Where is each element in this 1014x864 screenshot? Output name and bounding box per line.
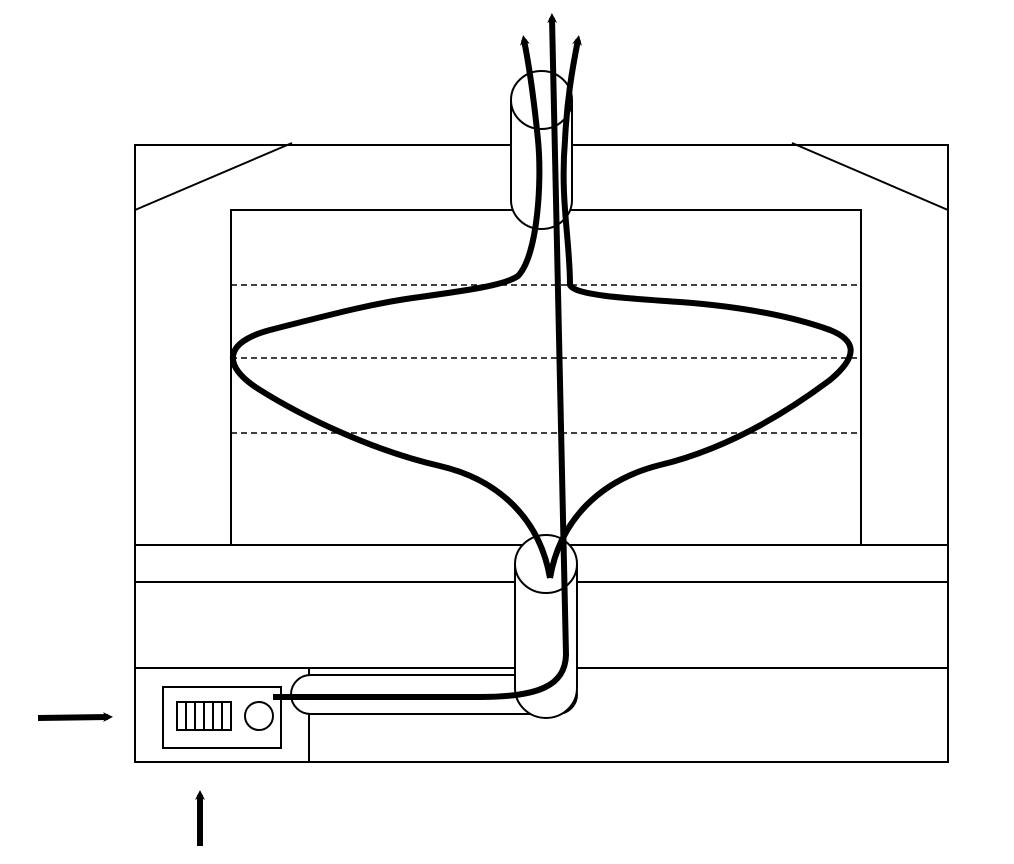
fan-circle-icon xyxy=(244,701,274,731)
right-slope xyxy=(791,142,949,211)
main-flow-path xyxy=(273,13,569,700)
inner-chamber xyxy=(230,209,862,545)
right-loop-flow xyxy=(547,35,854,579)
dashed-levels xyxy=(231,284,861,434)
control-box xyxy=(162,686,282,749)
left-slope xyxy=(134,142,293,211)
left-loop-flow xyxy=(229,35,553,579)
inlet-arrow-left xyxy=(37,712,113,723)
